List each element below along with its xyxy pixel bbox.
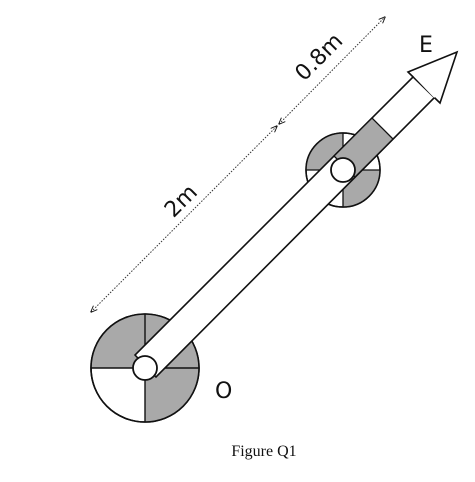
dimension-label-lower: 2m — [160, 180, 203, 223]
base-shaded-quadrant-bottom-right — [145, 368, 199, 422]
dimension-line-lower — [91, 126, 277, 312]
figure-caption: Figure Q1 — [231, 443, 296, 460]
dimension-label-upper: 0.8m — [291, 29, 349, 87]
middle-disc-rim — [305, 132, 381, 208]
point-label-o: O — [215, 379, 232, 404]
base-shaded-quadrant-top — [91, 314, 145, 368]
arrow-head-cover — [414, 75, 436, 98]
pin-joint-icon — [330, 157, 356, 183]
dimension-line-upper — [279, 17, 385, 124]
pin-joint-icon — [132, 355, 158, 381]
base-disc-rim — [90, 313, 200, 423]
arrow-head-icon — [406, 50, 459, 105]
point-label-e: E — [419, 33, 433, 58]
link-bar-body — [133, 74, 437, 379]
